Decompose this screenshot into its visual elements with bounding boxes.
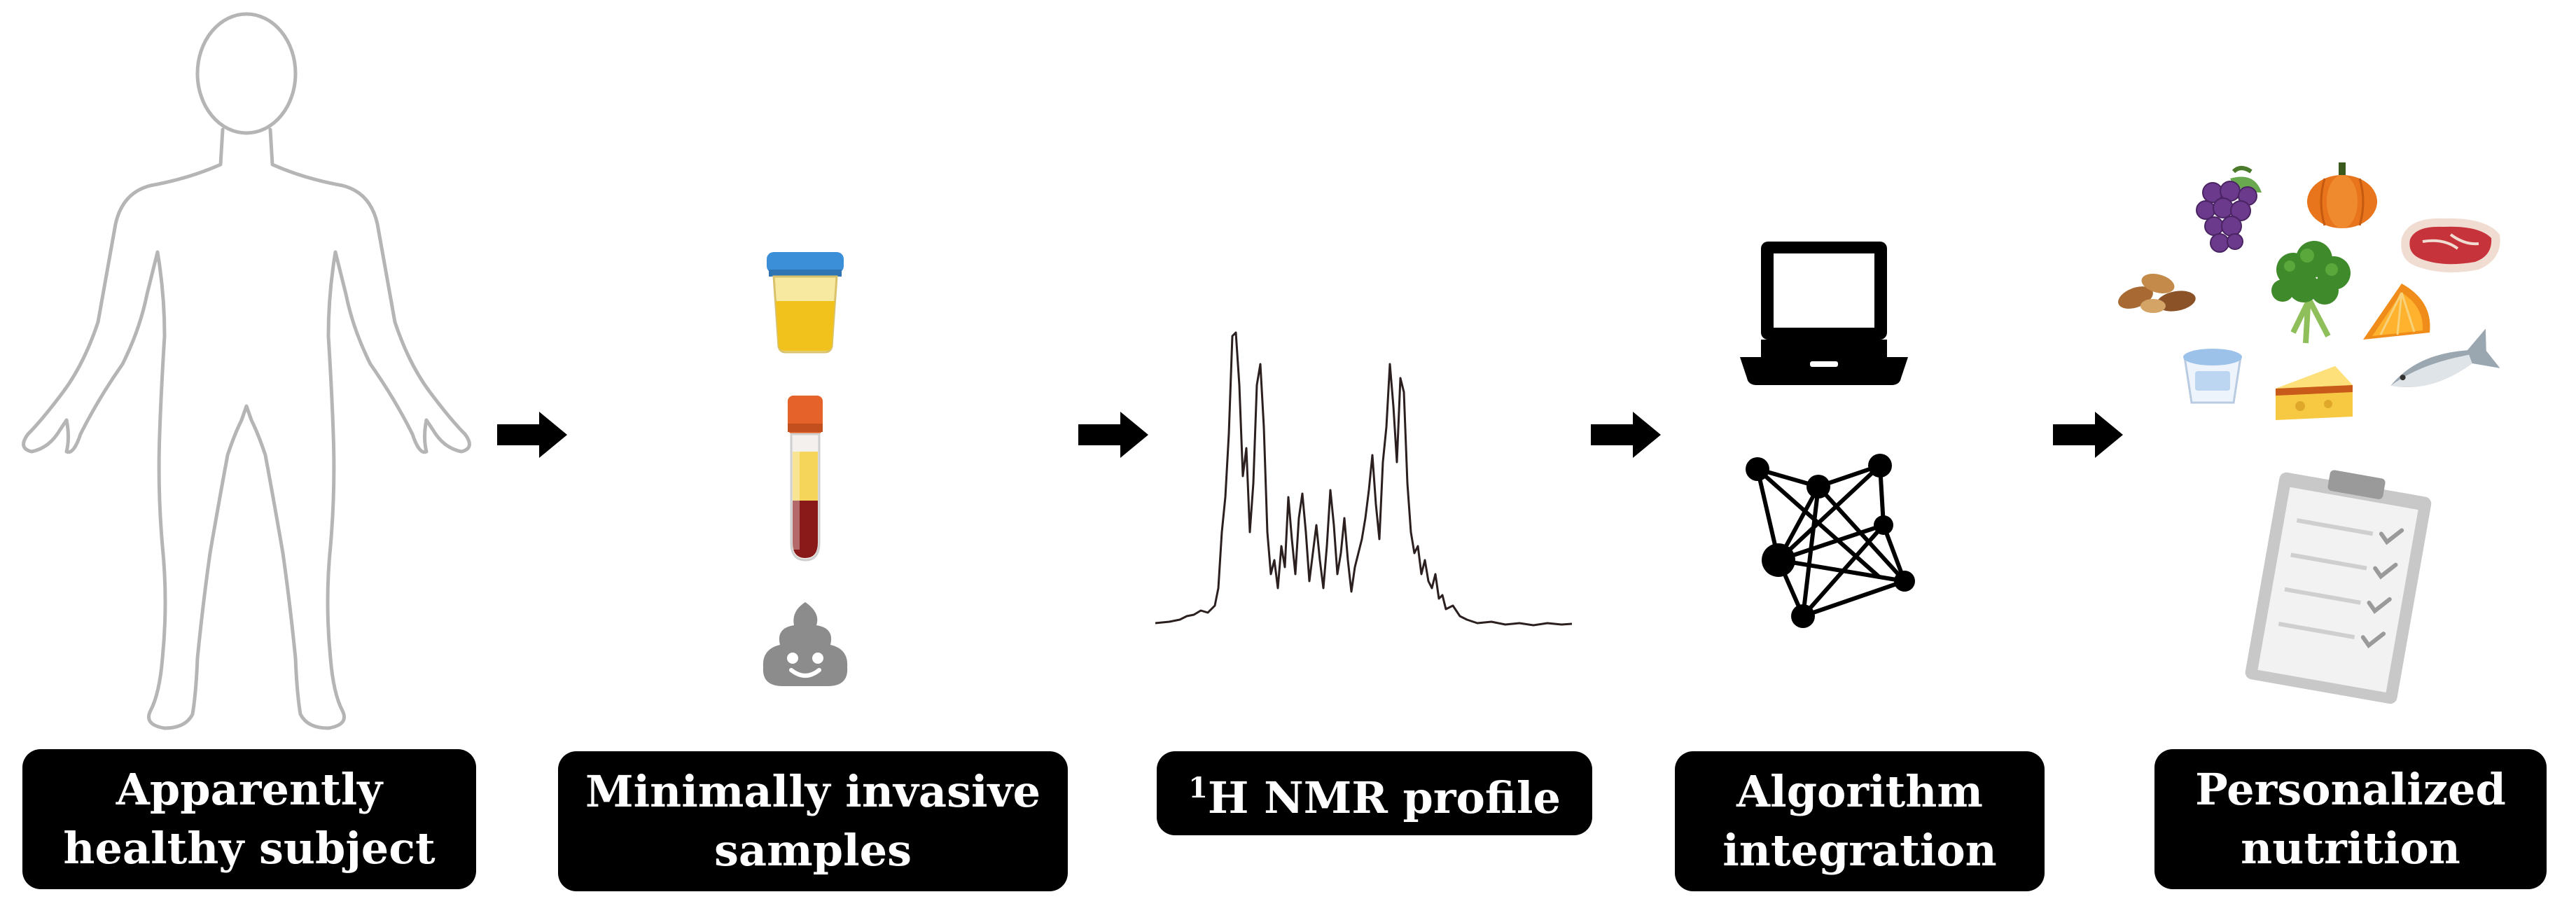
pumpkin-icon	[2307, 162, 2377, 228]
cheese-icon	[2276, 366, 2353, 420]
step-label-line: integration	[1722, 825, 1997, 876]
blood-tube-icon	[788, 396, 823, 562]
step-label-algorithm: Algorithm integration	[1675, 751, 2045, 891]
step-label-line: H NMR profile	[1207, 772, 1561, 823]
steak-icon	[2401, 218, 2500, 272]
nuts-icon	[2118, 273, 2196, 313]
broccoli-icon	[2271, 241, 2351, 344]
step-label-line: samples	[714, 825, 912, 876]
step-label-line: nutrition	[2241, 823, 2460, 874]
laptop-icon	[1740, 242, 1908, 385]
arrow-4	[2053, 412, 2123, 458]
grapes-icon	[2196, 166, 2262, 253]
fish-icon	[2390, 329, 2500, 387]
stool-icon	[763, 602, 848, 686]
step-label-line: Minimally invasive	[585, 766, 1041, 817]
step-label-line: Personalized	[2195, 764, 2506, 815]
urine-cup-icon	[767, 252, 844, 354]
step-label-samples: Minimally invasive samples	[558, 751, 1068, 891]
step-label-nmr: 1H NMR profile	[1157, 751, 1592, 835]
human-body-outline-icon	[22, 12, 471, 730]
arrow-2	[1078, 412, 1148, 458]
orange-slice-icon	[2363, 284, 2430, 340]
step-label-subject: Apparently healthy subject	[22, 749, 476, 889]
arrow-1	[497, 412, 567, 458]
step-label-line: Apparently	[116, 764, 383, 815]
nmr-spectrum-icon	[1155, 331, 1573, 627]
step-label-nutrition: Personalized nutrition	[2154, 749, 2547, 889]
network-graph-icon	[1746, 454, 1915, 628]
superscript-one: 1	[1188, 772, 1208, 804]
step-label-line: Algorithm	[1736, 766, 1983, 817]
step-label-line: healthy subject	[63, 823, 436, 874]
arrow-3	[1591, 412, 1661, 458]
yogurt-icon	[2183, 349, 2242, 404]
clipboard-checklist-icon	[2245, 470, 2432, 704]
